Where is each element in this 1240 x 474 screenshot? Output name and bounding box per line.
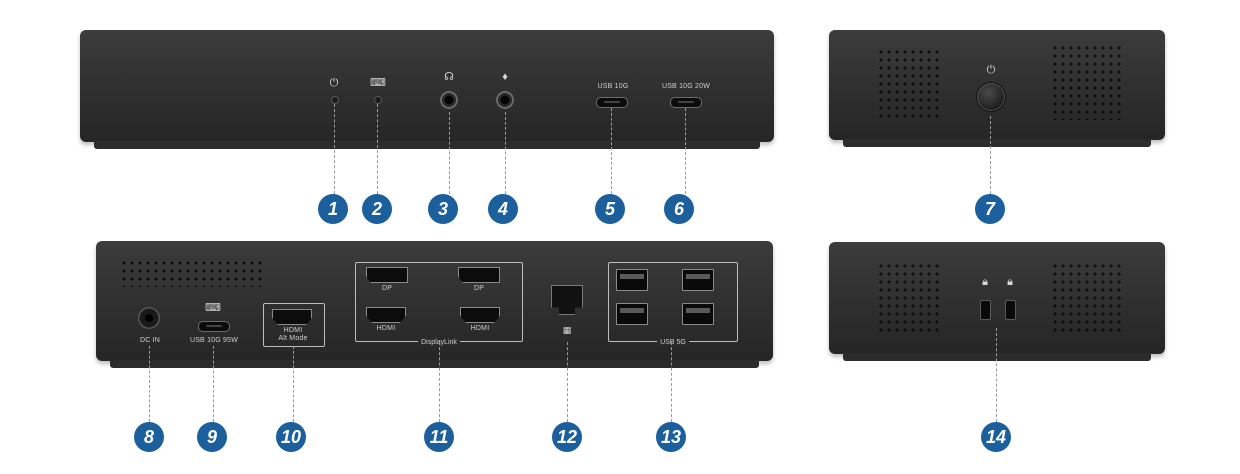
callout-6: 6 (664, 194, 694, 224)
kensington-lock-slot (980, 300, 991, 320)
laptop-charge-icon: ⌨ (205, 302, 221, 314)
ethernet-icon: ▦ (562, 325, 572, 335)
dp-left-label: DP (381, 285, 393, 292)
callout-7: 7 (975, 194, 1005, 224)
back-panel-base (110, 360, 759, 368)
laptop-icon: ⌨ (370, 77, 386, 89)
vent-grille-left (877, 48, 941, 120)
hdmi-left-label: HDMI (376, 325, 396, 332)
dc-in-jack (138, 307, 160, 329)
leader-line-2 (377, 104, 378, 194)
leader-line-9 (213, 346, 214, 422)
hdmi-alt-frame (263, 303, 325, 347)
dc-in-label: DC IN (139, 337, 161, 344)
callout-12: 12 (552, 422, 582, 452)
usb-a-frame: USB 5G (608, 262, 738, 346)
usb-a-port-1 (616, 269, 648, 291)
leader-line-11 (439, 342, 440, 422)
callout-3: 3 (428, 194, 458, 224)
usb-a-port-3 (616, 303, 648, 325)
leader-line-10 (293, 346, 294, 422)
callout-14: 14 (981, 422, 1011, 452)
side-panel-power: ⏻ (829, 30, 1165, 147)
side-panel-locks-base (843, 353, 1151, 361)
dp-right-label: DP (473, 285, 485, 292)
callout-1: 1 (318, 194, 348, 224)
leader-line-7 (990, 116, 991, 194)
leader-line-12 (567, 342, 568, 422)
callout-9: 9 (197, 422, 227, 452)
power-button (976, 82, 1006, 112)
front-panel-base (94, 141, 760, 149)
callout-4: 4 (488, 194, 518, 224)
security-lock-icon: 🔒︎ (1007, 276, 1013, 288)
leader-line-13 (671, 342, 672, 422)
vent-grille-back (120, 259, 264, 287)
headphone-jack (440, 91, 458, 109)
displayport-left-port (366, 267, 408, 283)
leader-line-6 (685, 108, 686, 194)
side-panel-locks: 🔒︎ 🔒︎ (829, 242, 1165, 361)
displaylink-frame: DisplayLink (355, 262, 523, 346)
usb-c-upstream-port (198, 321, 230, 332)
ethernet-port (551, 285, 583, 315)
hdmi-alt-port (272, 309, 312, 325)
side-panel-power-base (843, 139, 1151, 147)
front-panel: ⏻ ⌨ ☊ ♦ USB 10G USB 10G 20W (80, 30, 774, 149)
displayport-right-port (458, 267, 500, 283)
headphone-icon: ☊ (444, 71, 454, 83)
leader-line-4 (505, 112, 506, 194)
usb-c-front-left-label: USB 10G (597, 83, 629, 90)
callout-5: 5 (595, 194, 625, 224)
kensington-lock-icon: 🔒︎ (982, 276, 988, 288)
power-icon: ⏻ (986, 64, 996, 76)
usb-c-front-right-port (670, 97, 702, 108)
leader-line-5 (611, 108, 612, 194)
vent-grille-lock-right (1051, 262, 1121, 334)
hdmi-right-label: HDMI (470, 325, 490, 332)
callout-2: 2 (362, 194, 392, 224)
callout-13: 13 (656, 422, 686, 452)
usb-c-front-left-port (596, 97, 628, 108)
callout-11: 11 (424, 422, 454, 452)
usb-a-label: USB 5G (657, 339, 689, 346)
hdmi-alt-label: HDMI (283, 327, 303, 334)
leader-line-14 (996, 328, 997, 422)
security-lock-slot (1005, 300, 1016, 320)
vent-grille-right (1051, 44, 1121, 120)
leader-line-3 (449, 112, 450, 194)
power-led (331, 96, 339, 104)
hdmi-right-port (460, 307, 500, 323)
usb-c-front-right-label: USB 10G 20W (661, 83, 711, 90)
hdmi-alt-sublabel: Alt Mode (278, 335, 308, 342)
callout-10: 10 (276, 422, 306, 452)
leader-line-1 (334, 104, 335, 194)
microphone-jack (496, 91, 514, 109)
callout-8: 8 (134, 422, 164, 452)
host-led (374, 96, 382, 104)
usb-a-port-2 (682, 269, 714, 291)
microphone-icon: ♦ (502, 71, 508, 83)
usb-a-port-4 (682, 303, 714, 325)
back-panel: DC IN ⌨ USB 10G 95W HDMI Alt Mode DP DP … (96, 241, 773, 368)
hdmi-left-port (366, 307, 406, 323)
power-icon: ⏻ (329, 77, 339, 89)
leader-line-8 (149, 346, 150, 422)
vent-grille-lock-left (877, 262, 941, 334)
usb-c-upstream-label: USB 10G 95W (189, 337, 239, 344)
